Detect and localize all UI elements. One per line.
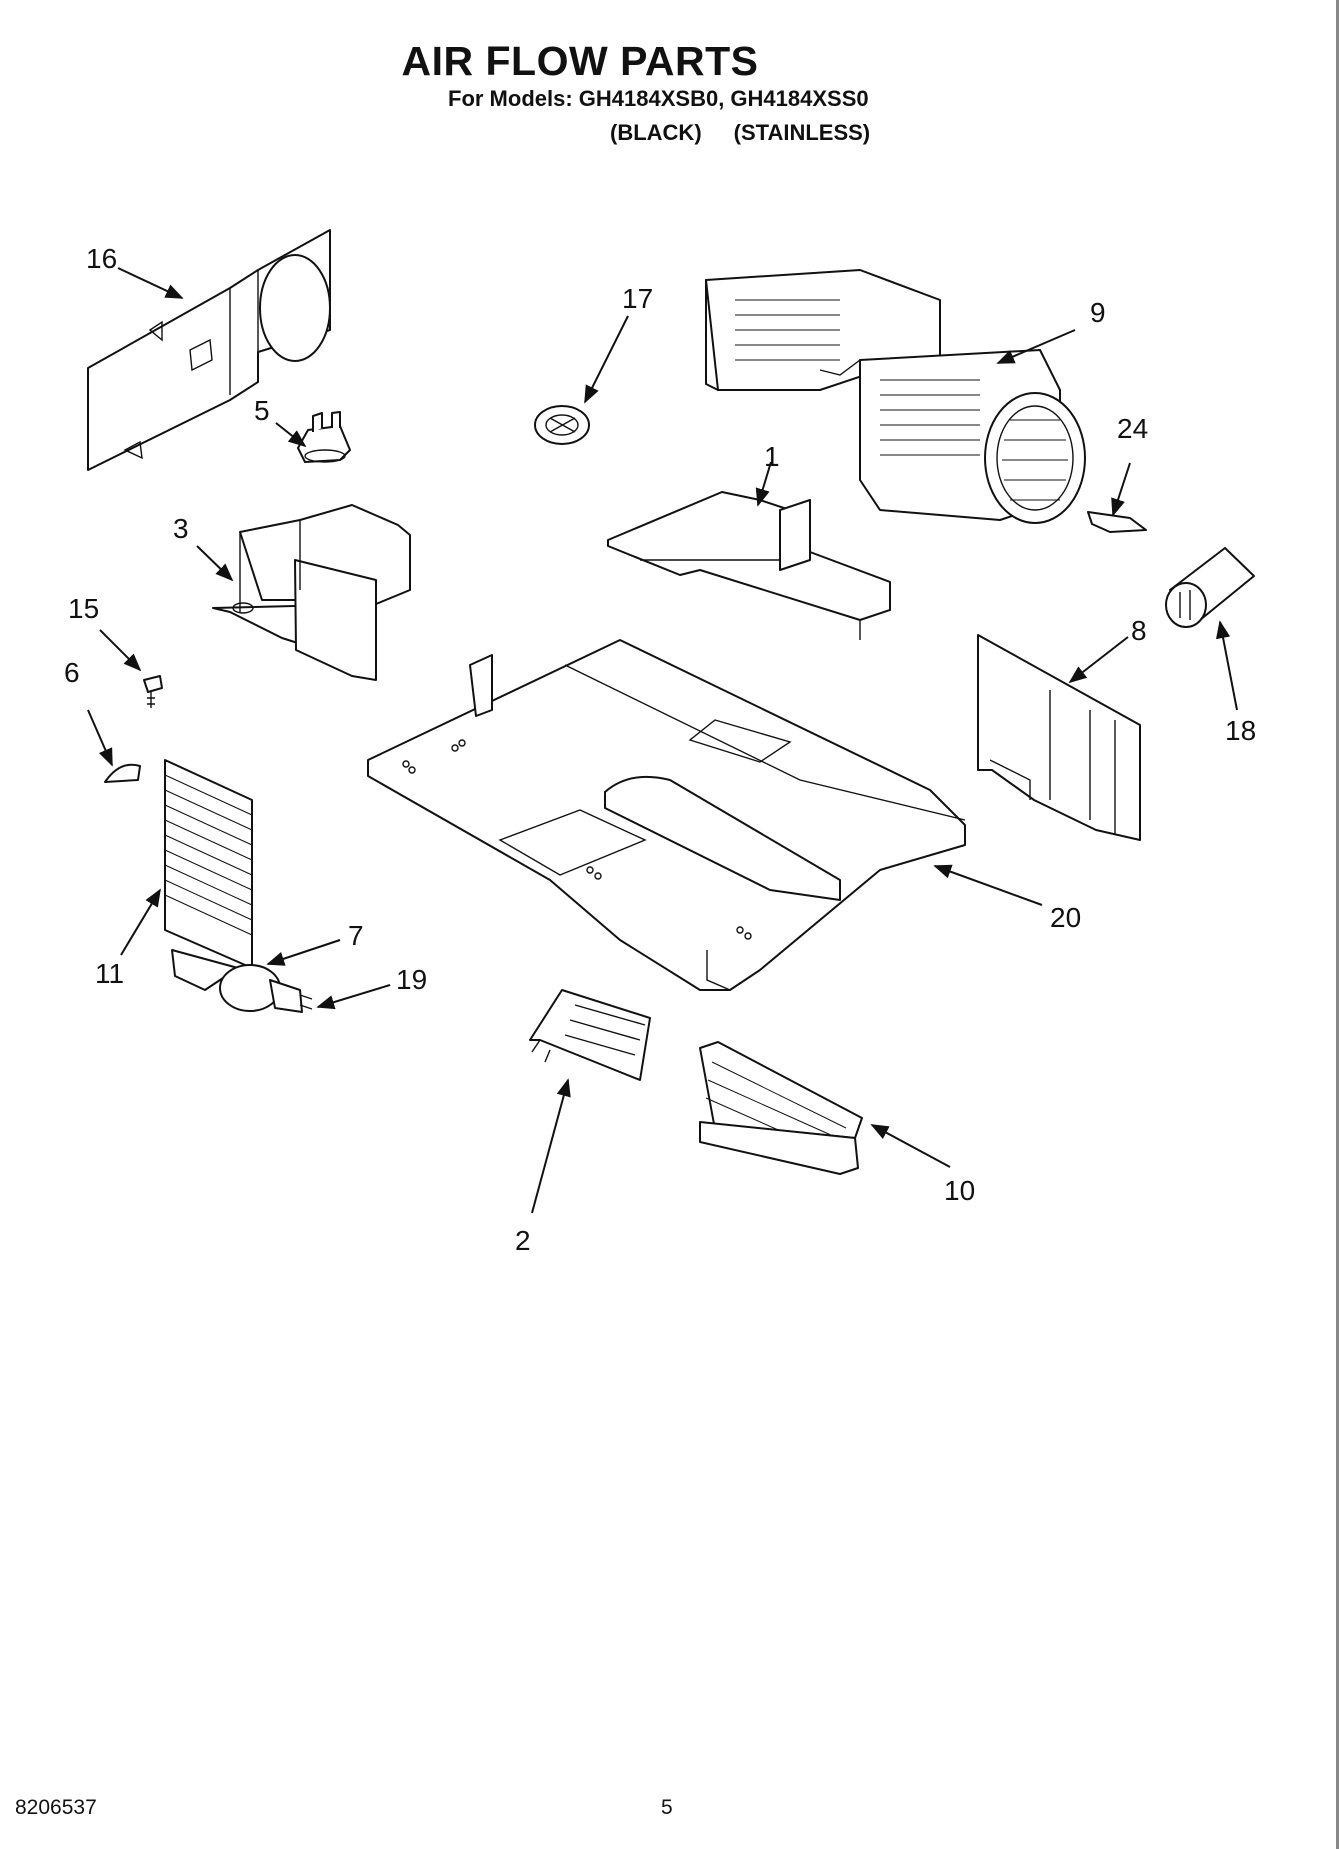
callout-2: 2 [515,1225,531,1256]
arrow-5 [275,422,307,448]
callout-7: 7 [348,920,364,951]
page-number: 5 [661,1796,673,1819]
arrow-8 [1068,636,1129,684]
arrow-20 [933,864,1043,906]
part-17-cap [534,405,590,445]
arrow-19 [316,984,391,1010]
part-16-panel [87,229,331,471]
arrow-11 [120,888,161,956]
callout-1: 1 [764,441,780,472]
part-7-bulb [219,964,313,1013]
variant-stainless: (STAINLESS) [733,120,871,145]
part-24-bracket [1087,511,1147,533]
variant-black: (BLACK) [610,120,702,145]
callout-3: 3 [173,513,189,544]
part-18-capacitor [1165,547,1255,628]
page-title: AIR FLOW PARTS [401,38,759,84]
document-number: 8206537 [15,1796,97,1819]
part-6-clip [104,763,141,783]
callout-15: 15 [68,593,99,624]
part-2-cover [529,989,651,1081]
part-3-duct [212,504,411,681]
arrow-24 [1111,462,1131,517]
arrow-6 [87,709,113,767]
part-5-switch [297,411,351,463]
part-20-base [367,639,966,991]
callout-20: 20 [1050,902,1081,933]
part-8-panel [977,634,1141,841]
callout-18: 18 [1225,715,1256,746]
callout-24: 24 [1117,413,1148,444]
arrow-18 [1216,620,1238,711]
arrow-10 [870,1124,951,1168]
arrow-9 [996,329,1076,364]
callout-10: 10 [944,1175,975,1206]
callout-19: 19 [396,964,427,995]
part-15-screw [143,675,163,708]
part-9-blower [705,269,1086,524]
callout-8: 8 [1131,615,1147,646]
arrow-2 [531,1078,571,1214]
callout-9: 9 [1090,297,1106,328]
arrow-7 [266,939,341,966]
callout-6: 6 [64,657,80,688]
models-line: For Models: GH4184XSB0, GH4184XSS0 [448,86,869,111]
callout-11: 11 [95,958,124,989]
model-variants: (BLACK) (STAINLESS) [610,120,902,146]
arrow-1 [755,461,772,507]
arrow-16 [117,267,184,299]
part-1-divider [607,491,891,640]
part-10-filter [699,1041,863,1175]
arrow-17 [584,315,629,404]
part-11-grille [164,759,253,991]
callout-16: 16 [86,243,117,274]
arrow-3 [196,545,234,582]
callout-5: 5 [254,395,270,426]
arrow-15 [99,629,142,672]
callout-17: 17 [622,283,653,314]
